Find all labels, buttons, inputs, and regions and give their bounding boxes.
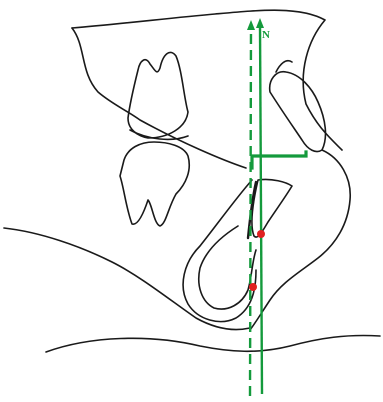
upper-molar-crown-line bbox=[130, 130, 188, 139]
nasion-line-arrowhead-icon bbox=[256, 18, 264, 28]
maxilla-lower-outline bbox=[72, 28, 246, 168]
submental-outline bbox=[46, 335, 380, 352]
upper-incisor bbox=[270, 72, 326, 152]
upper-incisor-root bbox=[276, 61, 292, 72]
soft-tissue-chin bbox=[250, 150, 350, 330]
mandible-outline bbox=[4, 228, 250, 330]
upper-molar bbox=[128, 52, 188, 138]
lower-molar bbox=[120, 142, 189, 226]
symphysis-outer bbox=[183, 180, 256, 322]
reference-line-dashed bbox=[250, 28, 251, 396]
n-label: N bbox=[262, 30, 270, 41]
nasion-perpendicular-line bbox=[260, 26, 262, 394]
dashed-line-arrowhead-icon bbox=[247, 20, 255, 30]
landmark-point-lower bbox=[249, 283, 257, 291]
lower-incisor bbox=[252, 179, 292, 237]
landmark-point-upper bbox=[257, 230, 265, 238]
